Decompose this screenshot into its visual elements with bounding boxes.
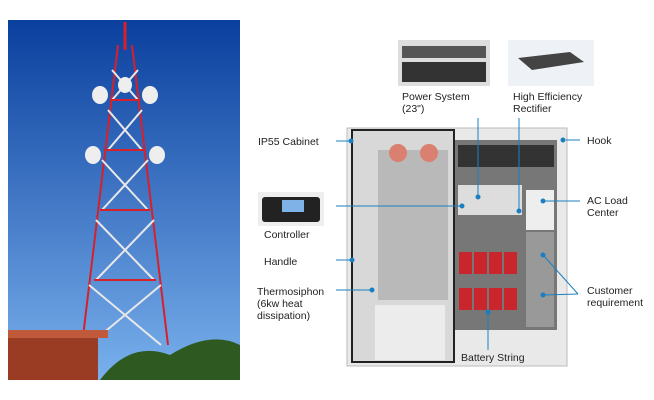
- label-handle: Handle: [264, 256, 298, 268]
- label-hook: Hook: [587, 135, 612, 147]
- leader-lines: [336, 118, 580, 350]
- power-system-line2: (23"): [402, 103, 425, 115]
- label-ac-load-center: AC Load Center: [587, 195, 628, 219]
- label-power-system: Power System (23"): [402, 91, 470, 115]
- batteries: [459, 252, 517, 310]
- customer-line1: Customer: [587, 285, 633, 297]
- tower: [81, 22, 169, 346]
- antennas: [85, 77, 165, 164]
- rectifier-line1: High Efficiency: [513, 91, 583, 103]
- label-rectifier: High Efficiency Rectifier: [513, 91, 582, 115]
- label-ip55-cabinet: IP55 Cabinet: [258, 136, 319, 148]
- ac-load-line2: Center: [587, 207, 619, 219]
- power-system-line1: Power System: [402, 91, 470, 103]
- label-controller: Controller: [264, 229, 310, 241]
- label-thermosiphon: Thermosiphon (6kw heat dissipation): [257, 286, 324, 322]
- trees: [100, 339, 240, 380]
- cabinet-photo: [346, 127, 568, 367]
- tower-photo: [8, 20, 240, 380]
- thermosiphon-line3: dissipation): [257, 310, 311, 322]
- controller-photo: [258, 192, 324, 226]
- thermosiphon-line2: (6kw heat: [257, 298, 303, 310]
- label-customer-requirement: Customer requirement: [587, 285, 643, 309]
- power-system-photo: [398, 40, 490, 86]
- rectifier-line2: Rectifier: [513, 103, 552, 115]
- building: [8, 335, 98, 380]
- label-battery-string: Battery String: [461, 352, 525, 364]
- ac-load-line1: AC Load: [587, 195, 628, 207]
- customer-line2: requirement: [587, 297, 644, 309]
- rectifier-photo: [508, 40, 594, 86]
- thermosiphon-line1: Thermosiphon: [257, 286, 325, 298]
